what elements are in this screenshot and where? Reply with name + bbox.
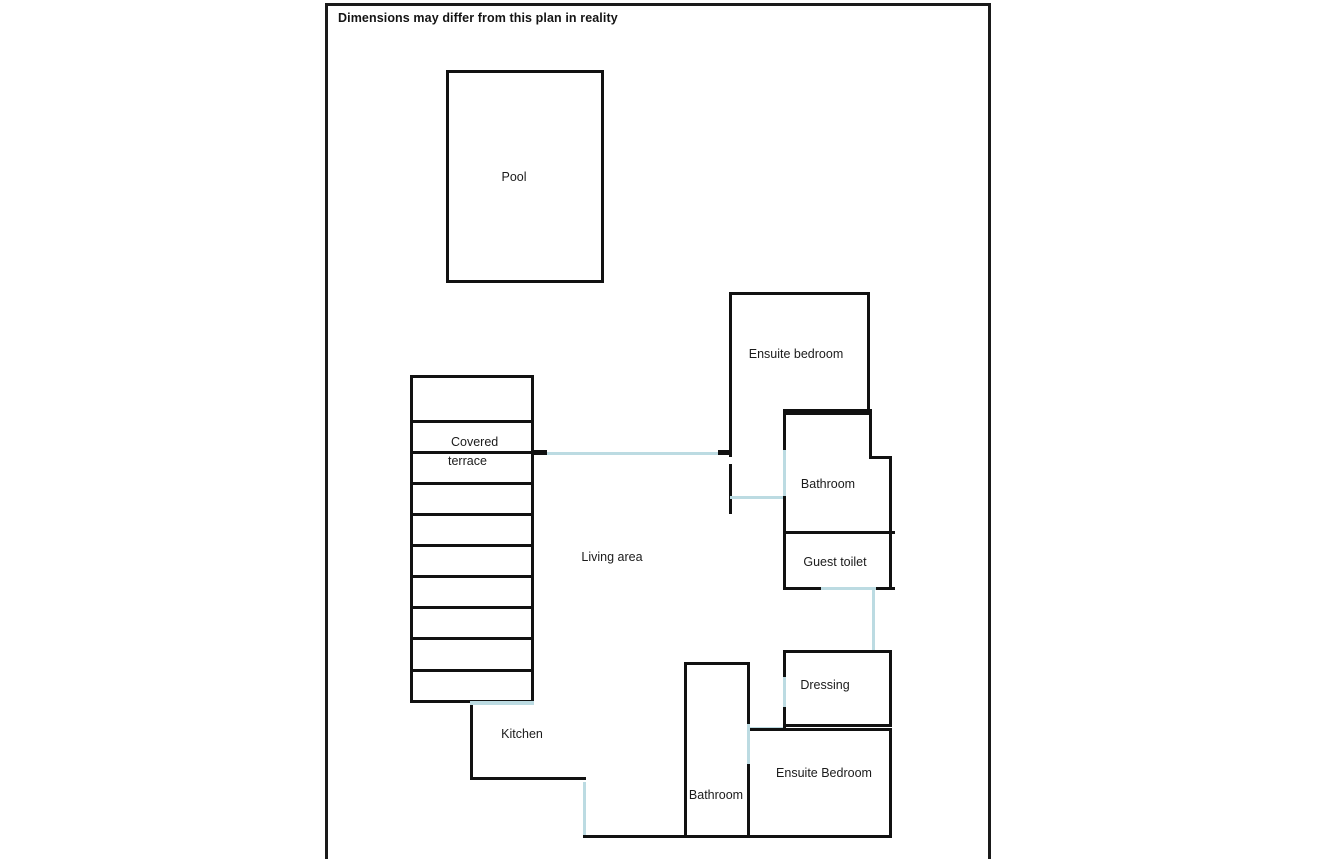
ensuite-bedroom-upper-wall-bottom [783, 412, 870, 415]
covered-terrace-wall-top [410, 375, 534, 378]
bathroom-upper-wall-right-upper [869, 409, 872, 456]
bathroom-upper-wall-top [783, 409, 869, 412]
corridor-door-vertical [872, 590, 875, 650]
bathroom-upper-wall-left-b [783, 496, 786, 534]
pool-wall-left [446, 70, 449, 283]
covered-terrace-divider-4 [410, 513, 534, 516]
bathroom-lower-wall-right-b [747, 764, 750, 838]
covered-terrace-wall-left [410, 375, 413, 703]
covered-terrace-divider-7 [410, 606, 534, 609]
guest-toilet-wall-bottom-a [783, 587, 821, 590]
ensuite-bedroom-lower-wall-bottom [750, 835, 892, 838]
bathroom-upper-wall-left-a [783, 409, 786, 450]
dressing-wall-top [783, 650, 892, 653]
kitchen-wall-left [470, 703, 473, 780]
bathroom-lower-wall-top [684, 662, 750, 665]
covered-terrace-divider-9 [410, 669, 534, 672]
ensuite-bedroom-upper-wall-left-b [729, 464, 732, 514]
guest-toilet-wall-right [889, 534, 892, 590]
covered-terrace-wall-right [531, 375, 534, 703]
outer-wall-bottom-mid [684, 835, 750, 838]
room-label-ensuite-bedroom-lower: Ensuite Bedroom [776, 766, 872, 780]
dressing-wall-left-a [783, 650, 786, 677]
room-label-bathroom-upper: Bathroom [800, 477, 856, 491]
bathroom-upper-corridor-door [730, 496, 783, 499]
room-label-living-area: Living area [581, 550, 643, 564]
dressing-wall-right [889, 650, 892, 727]
room-label-guest-toilet: Guest toilet [803, 555, 867, 569]
bathroom-lower-door-right [747, 724, 750, 764]
room-label-covered-terrace-line1: Covered [451, 435, 499, 449]
room-label-bathroom-lower: Bathroom [688, 788, 744, 802]
room-label-dressing: Dressing [800, 678, 850, 692]
covered-terrace-divider-8 [410, 637, 534, 640]
room-label-pool: Pool [501, 170, 527, 184]
kitchen-wall-bottom-step [470, 777, 586, 780]
guest-toilet-wall-bottom-b [876, 587, 895, 590]
ensuite-bedroom-lower-wall-top [750, 728, 892, 731]
covered-terrace-divider-6 [410, 575, 534, 578]
terrace-corridor-stub-right [718, 450, 731, 455]
ensuite-bedroom-upper-wall-right [867, 292, 870, 412]
pool-wall-top [446, 70, 604, 73]
bathroom-lower-wall-right-a [747, 662, 750, 724]
disclaimer-note: Dimensions may differ from this plan in … [338, 11, 618, 25]
ensuite-bedroom-upper-wall-top [729, 292, 870, 295]
room-label-covered-terrace-line2: terrace [448, 454, 487, 468]
dressing-wall-left-b [783, 707, 786, 730]
room-label-kitchen: Kitchen [501, 727, 543, 741]
ensuite-bedroom-lower-wall-right [889, 728, 892, 838]
ensuite-bedroom-upper-wall-left-a [729, 292, 732, 457]
covered-terrace-divider-5 [410, 544, 534, 547]
guest-toilet-door-bottom [821, 587, 876, 590]
covered-terrace-divider-3 [410, 482, 534, 485]
bathroom-upper-wall-right-lower [889, 456, 892, 534]
guest-toilet-wall-left [783, 534, 786, 587]
terrace-to-bedroom-corridor-door [545, 452, 730, 455]
dressing-wall-bottom [783, 724, 892, 727]
terrace-to-kitchen-door [470, 701, 534, 705]
plan-frame [325, 3, 991, 859]
covered-terrace-divider-2 [410, 451, 534, 454]
bathroom-upper-wall-step [869, 456, 892, 459]
room-label-ensuite-bedroom-upper: Ensuite bedroom [748, 347, 844, 361]
covered-terrace-divider-1 [410, 420, 534, 423]
pool-wall-bottom [446, 280, 604, 283]
outer-wall-bottom-left [583, 835, 687, 838]
bathroom-lower-wall-left [684, 662, 687, 838]
dressing-door-left [783, 677, 786, 707]
kitchen-door-vertical [583, 782, 586, 836]
bathroom-upper-door-left [783, 450, 786, 496]
terrace-corridor-stub-left [534, 450, 547, 455]
bathroom-upper-wall-bottom [783, 531, 895, 534]
pool-wall-right [601, 70, 604, 283]
